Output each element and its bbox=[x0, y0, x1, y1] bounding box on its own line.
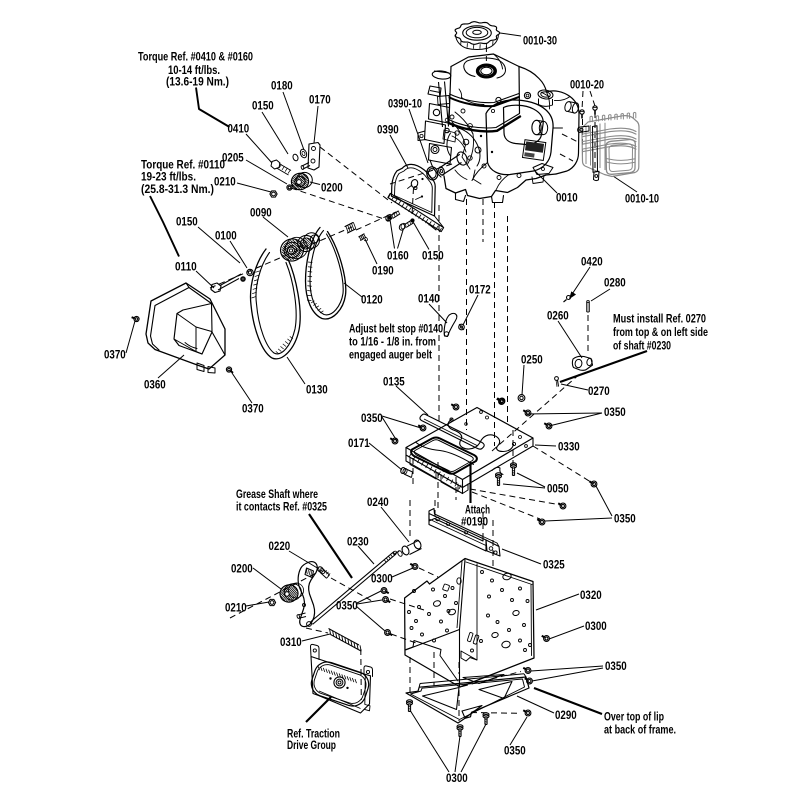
svg-text:0270: 0270 bbox=[588, 384, 610, 398]
svg-text:0110: 0110 bbox=[175, 260, 197, 274]
svg-text:Attach: Attach bbox=[465, 503, 490, 517]
svg-text:0350: 0350 bbox=[361, 411, 383, 425]
svg-text:0350: 0350 bbox=[605, 659, 627, 673]
svg-text:(25.8-31.3 Nm.): (25.8-31.3 Nm.) bbox=[141, 182, 214, 196]
svg-text:0010-30: 0010-30 bbox=[523, 34, 557, 48]
svg-text:0210: 0210 bbox=[225, 601, 247, 615]
svg-text:0290: 0290 bbox=[555, 708, 577, 722]
svg-text:0100: 0100 bbox=[215, 229, 237, 243]
svg-text:0330: 0330 bbox=[558, 440, 580, 454]
svg-text:Adjust belt stop #0140: Adjust belt stop #0140 bbox=[349, 322, 443, 336]
svg-text:0280: 0280 bbox=[604, 276, 626, 290]
svg-text:0300: 0300 bbox=[446, 771, 468, 785]
svg-text:10-14 ft/lbs.: 10-14 ft/lbs. bbox=[168, 63, 220, 77]
svg-text:#0190: #0190 bbox=[461, 515, 488, 529]
svg-text:0210: 0210 bbox=[214, 175, 236, 189]
svg-text:0260: 0260 bbox=[547, 309, 569, 323]
svg-text:Over top of lip: Over top of lip bbox=[604, 710, 664, 724]
svg-text:0010: 0010 bbox=[556, 191, 578, 205]
svg-text:0310: 0310 bbox=[280, 635, 302, 649]
svg-text:0010-10: 0010-10 bbox=[625, 192, 659, 206]
svg-text:Torque Ref. #0410 & #0160: Torque Ref. #0410 & #0160 bbox=[138, 50, 253, 64]
svg-text:Drive Group: Drive Group bbox=[287, 738, 336, 752]
svg-text:0010-20: 0010-20 bbox=[570, 78, 604, 92]
svg-text:Must install Ref. 0270: Must install Ref. 0270 bbox=[613, 312, 706, 326]
svg-text:0300: 0300 bbox=[585, 619, 607, 633]
svg-text:0170: 0170 bbox=[309, 93, 331, 107]
svg-text:to 1/16 - 1/8 in. from: to 1/16 - 1/8 in. from bbox=[349, 335, 436, 349]
svg-text:0300: 0300 bbox=[371, 572, 393, 586]
svg-text:0320: 0320 bbox=[580, 588, 602, 602]
svg-text:0171: 0171 bbox=[348, 436, 370, 450]
svg-text:0350: 0350 bbox=[614, 512, 636, 526]
svg-text:0150: 0150 bbox=[422, 249, 444, 263]
svg-text:of shaft #0230: of shaft #0230 bbox=[613, 339, 671, 353]
svg-text:0050: 0050 bbox=[547, 482, 569, 496]
svg-text:0350: 0350 bbox=[504, 744, 526, 758]
svg-text:Grease Shaft where: Grease Shaft where bbox=[236, 487, 318, 501]
svg-text:0325: 0325 bbox=[543, 558, 565, 572]
svg-text:Ref. Traction: Ref. Traction bbox=[287, 727, 340, 741]
svg-text:0360: 0360 bbox=[144, 378, 166, 392]
svg-text:19-23 ft/lbs.: 19-23 ft/lbs. bbox=[141, 170, 196, 184]
svg-text:it contacts Ref. #0325: it contacts Ref. #0325 bbox=[236, 500, 327, 514]
svg-text:0390: 0390 bbox=[377, 123, 399, 137]
svg-text:0135: 0135 bbox=[383, 375, 405, 389]
svg-text:0190: 0190 bbox=[372, 264, 394, 278]
svg-text:from top & on left side: from top & on left side bbox=[613, 325, 708, 339]
svg-text:(13.6-19 Nm.): (13.6-19 Nm.) bbox=[166, 75, 229, 89]
svg-text:0350: 0350 bbox=[604, 405, 626, 419]
svg-text:0130: 0130 bbox=[306, 383, 328, 397]
svg-text:0410: 0410 bbox=[228, 122, 250, 136]
svg-text:0180: 0180 bbox=[271, 79, 293, 93]
svg-text:0140: 0140 bbox=[418, 292, 440, 306]
svg-text:0370: 0370 bbox=[242, 402, 264, 416]
svg-text:engaged auger belt: engaged auger belt bbox=[349, 348, 432, 362]
svg-text:0205: 0205 bbox=[222, 151, 244, 165]
svg-text:0160: 0160 bbox=[387, 249, 409, 263]
svg-text:0200: 0200 bbox=[231, 562, 253, 576]
svg-text:Torque Ref. #0110: Torque Ref. #0110 bbox=[141, 158, 225, 172]
svg-text:0150: 0150 bbox=[252, 99, 274, 113]
svg-text:at back of frame.: at back of frame. bbox=[604, 723, 676, 737]
svg-text:0230: 0230 bbox=[347, 535, 369, 549]
svg-text:0250: 0250 bbox=[521, 353, 543, 367]
svg-text:0200: 0200 bbox=[321, 181, 343, 195]
svg-text:0370: 0370 bbox=[104, 348, 126, 362]
svg-text:0350: 0350 bbox=[336, 599, 358, 613]
svg-text:0420: 0420 bbox=[581, 255, 603, 269]
svg-text:0090: 0090 bbox=[250, 206, 272, 220]
svg-text:0120: 0120 bbox=[361, 293, 383, 307]
svg-text:0172: 0172 bbox=[469, 283, 491, 297]
svg-text:0150: 0150 bbox=[176, 215, 198, 229]
svg-text:0220: 0220 bbox=[269, 539, 291, 553]
svg-text:0390-10: 0390-10 bbox=[388, 97, 422, 111]
svg-text:0240: 0240 bbox=[367, 495, 389, 509]
